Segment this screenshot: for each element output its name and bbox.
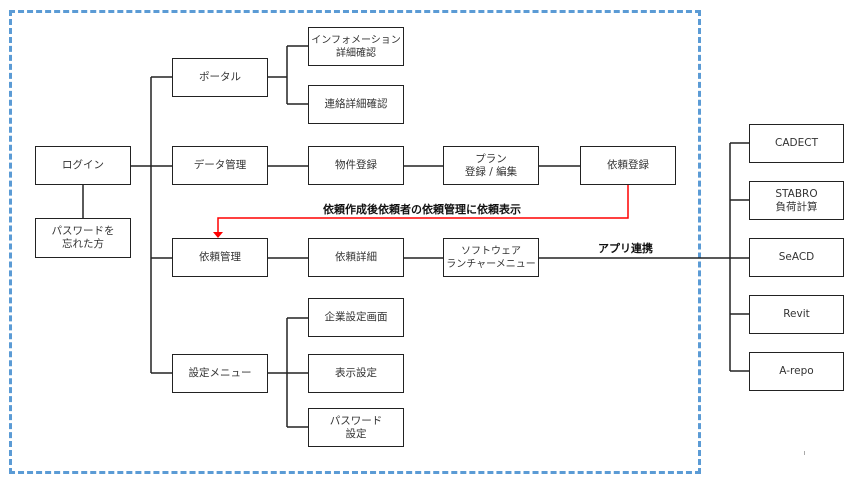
request-flow-arrowhead xyxy=(213,232,223,238)
request-detail-box: 依頼詳細 xyxy=(308,238,404,277)
request-flow-label: 依頼作成後依頼者の依頼管理に依頼表示 xyxy=(323,203,521,216)
portal-box: ポータル xyxy=(172,58,268,97)
contact-detail-box: 連絡詳細確認 xyxy=(308,85,404,124)
forgot-password-box: パスワードを 忘れた方 xyxy=(35,218,131,258)
stray-mark xyxy=(804,451,805,455)
request-register-box: 依頼登録 xyxy=(580,146,676,185)
login-box: ログイン xyxy=(35,146,131,185)
app-seacd-box: SeACD xyxy=(749,238,844,277)
software-launcher-box: ソフトウェア ランチャーメニュー xyxy=(443,238,539,277)
display-settings-box: 表示設定 xyxy=(308,354,404,393)
app-revit-box: Revit xyxy=(749,295,844,334)
request-management-box: 依頼管理 xyxy=(172,238,268,277)
app-arepo-box: A-repo xyxy=(749,352,844,391)
app-stabro-box: STABRO 負荷計算 xyxy=(749,181,844,220)
app-cadect-box: CADECT xyxy=(749,124,844,163)
data-management-box: データ管理 xyxy=(172,146,268,185)
system-boundary-frame xyxy=(9,10,701,474)
settings-menu-box: 設定メニュー xyxy=(172,354,268,393)
plan-edit-box: プラン 登録 / 編集 xyxy=(443,146,539,185)
property-register-box: 物件登録 xyxy=(308,146,404,185)
request-flow-arrow xyxy=(217,185,629,233)
company-settings-box: 企業設定画面 xyxy=(308,298,404,337)
info-detail-box: インフォメーション 詳細確認 xyxy=(308,27,404,66)
password-settings-box: パスワード 設定 xyxy=(308,408,404,447)
app-link-label: アプリ連携 xyxy=(598,242,653,255)
